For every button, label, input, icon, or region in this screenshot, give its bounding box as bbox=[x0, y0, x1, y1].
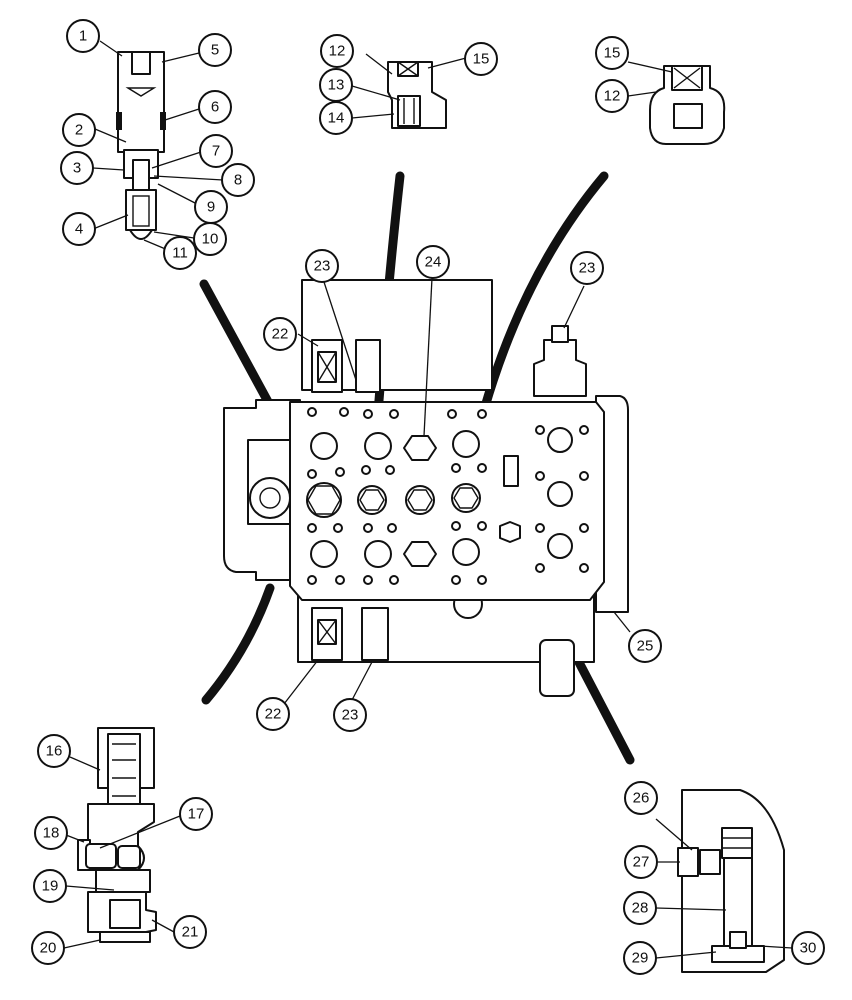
plug-detail-right bbox=[627, 61, 726, 145]
callout: 9 bbox=[194, 190, 228, 224]
callout: 19 bbox=[33, 869, 67, 903]
callout: 5 bbox=[198, 33, 232, 67]
callout-23c: 23 bbox=[342, 707, 359, 724]
callout-17: 17 bbox=[188, 806, 205, 823]
callout: 13 bbox=[319, 68, 353, 102]
callout-7: 7 bbox=[212, 143, 220, 160]
callout: 12 bbox=[595, 79, 629, 113]
callout-19: 19 bbox=[42, 878, 59, 895]
callout-8: 8 bbox=[234, 172, 242, 189]
callout-2: 2 bbox=[75, 122, 83, 139]
callout-12b: 12 bbox=[604, 88, 621, 105]
callout: 17 bbox=[179, 797, 213, 831]
callout: 8 bbox=[221, 163, 255, 197]
valve-section-right bbox=[677, 789, 785, 973]
callout: 14 bbox=[319, 101, 353, 135]
callout-15b: 15 bbox=[604, 45, 621, 62]
callout: 15 bbox=[464, 42, 498, 76]
callout-24: 24 bbox=[425, 254, 442, 271]
callout: 21 bbox=[173, 915, 207, 949]
callout: 20 bbox=[31, 931, 65, 965]
callout: 2 bbox=[62, 113, 96, 147]
callout: 7 bbox=[199, 134, 233, 168]
callout-20: 20 bbox=[40, 940, 57, 957]
callout: 25 bbox=[628, 629, 662, 663]
callout: 11 bbox=[163, 236, 197, 270]
callout: 22 bbox=[263, 317, 297, 351]
callout-21: 21 bbox=[182, 924, 199, 941]
callout-15: 15 bbox=[473, 51, 490, 68]
control-valve-block bbox=[223, 279, 629, 697]
callout-6: 6 bbox=[211, 99, 219, 116]
callout-29: 29 bbox=[632, 950, 649, 967]
callout: 24 bbox=[416, 245, 450, 279]
callout: 29 bbox=[623, 941, 657, 975]
callout-30: 30 bbox=[800, 940, 817, 957]
callout-23a: 23 bbox=[314, 258, 331, 275]
callout-9: 9 bbox=[207, 199, 215, 216]
callout: 22 bbox=[256, 697, 290, 731]
callout: 30 bbox=[791, 931, 825, 965]
callout-10: 10 bbox=[202, 231, 219, 248]
callout-27: 27 bbox=[633, 854, 650, 871]
callout-4: 4 bbox=[75, 221, 83, 238]
relief-valve-detail bbox=[116, 51, 166, 240]
callout-26: 26 bbox=[633, 790, 650, 807]
callout-18: 18 bbox=[43, 825, 60, 842]
callout-5: 5 bbox=[211, 42, 219, 59]
callout: 15 bbox=[595, 36, 629, 70]
callout: 12 bbox=[320, 34, 354, 68]
callout-3: 3 bbox=[73, 160, 81, 177]
callout: 4 bbox=[62, 212, 96, 246]
callout: 26 bbox=[624, 781, 658, 815]
valve-section-right-leaders bbox=[655, 818, 793, 959]
callout-23b: 23 bbox=[579, 260, 596, 277]
callout-13: 13 bbox=[328, 77, 345, 94]
callout-28: 28 bbox=[632, 900, 649, 917]
callout: 1 bbox=[66, 19, 100, 53]
callout: 3 bbox=[60, 151, 94, 185]
plug-detail-center bbox=[351, 53, 467, 129]
callout: 23 bbox=[305, 249, 339, 283]
valve-section-left-leaders bbox=[63, 756, 181, 949]
callout: 23 bbox=[333, 698, 367, 732]
callout-1: 1 bbox=[79, 28, 87, 45]
callout-14: 14 bbox=[328, 110, 345, 127]
callout: 23 bbox=[570, 251, 604, 285]
callout: 28 bbox=[623, 891, 657, 925]
callout-22a: 22 bbox=[272, 326, 289, 343]
callout: 6 bbox=[198, 90, 232, 124]
callout-11: 11 bbox=[172, 245, 188, 262]
callout-16: 16 bbox=[46, 743, 63, 760]
callout-12: 12 bbox=[329, 43, 346, 60]
control-valve-leaders bbox=[283, 277, 631, 705]
callout: 18 bbox=[34, 816, 68, 850]
callout: 16 bbox=[37, 734, 71, 768]
callout-22b: 22 bbox=[265, 706, 282, 723]
callout-25: 25 bbox=[637, 638, 654, 655]
callout: 27 bbox=[624, 845, 658, 879]
valve-section-left bbox=[77, 727, 157, 943]
callout: 10 bbox=[193, 222, 227, 256]
